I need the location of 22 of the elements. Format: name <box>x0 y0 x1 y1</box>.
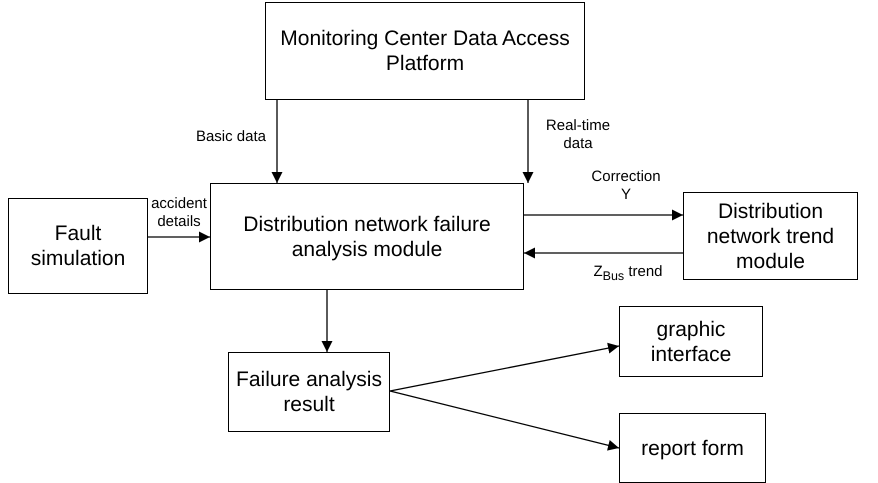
box-label: Monitoring Center Data Access Platform <box>279 26 571 76</box>
arrow <box>522 100 534 183</box>
process-box <box>8 198 148 294</box>
arrow <box>524 248 683 258</box>
arrow <box>322 290 332 352</box>
arrow <box>390 390 620 451</box>
process-box <box>210 183 524 290</box>
arrow <box>272 100 282 183</box>
process-box <box>228 352 390 432</box>
arrow <box>390 342 620 392</box>
process-box <box>265 2 585 100</box>
box-label: graphic interface <box>650 316 732 366</box>
box-label: Distribution network failure analysis module <box>242 212 492 262</box>
box-label: Failure analysis result <box>235 367 383 417</box>
process-box <box>619 413 766 483</box>
arrow <box>524 210 683 220</box>
box-label: Fault simulation <box>30 221 126 271</box>
box-label: Distribution network trend module <box>706 198 836 274</box>
process-box <box>619 306 763 377</box>
box-label: report form <box>641 436 744 460</box>
process-box <box>683 192 858 280</box>
arrow <box>148 232 210 242</box>
